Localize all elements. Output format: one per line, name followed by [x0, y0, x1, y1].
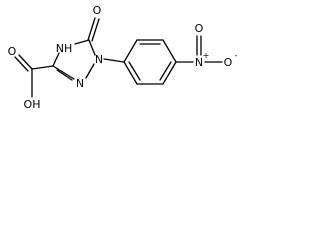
- bond-c-o-double-b: [14, 56, 29, 72]
- atom-label-ring-nh: NH: [56, 42, 73, 55]
- bond-ar-3: [162, 39, 177, 63]
- atom-label-acid-hydroxyl: OH: [24, 98, 41, 111]
- bond-c3-n2-double: [56, 69, 73, 81]
- atom-label-acid-oxygen: O: [8, 45, 17, 58]
- bond-ar-1: [123, 39, 138, 63]
- atom-label-ring-n1: N: [95, 53, 103, 66]
- atom-label-nitro-oxygen-right: O: [224, 56, 233, 69]
- bond-ar-inner-2: [159, 61, 172, 81]
- structure-canvas: O NH N N O OH N + O - O: [0, 0, 243, 133]
- bond-c5-o: [87, 17, 96, 41]
- bond-ar-4: [162, 61, 177, 85]
- bond-n1-c5: [88, 39, 96, 56]
- bond-c3-ccooh: [31, 65, 54, 70]
- bond-n2-n1: [85, 63, 95, 79]
- nitro-oxygen-charge: -: [235, 51, 238, 60]
- carbonyl-group: [87, 17, 100, 42]
- atom-label-ring-n2: N: [76, 77, 84, 90]
- chemical-structure: O NH N N O OH N + O - O: [8, 4, 238, 111]
- atom-label-carbonyl-oxygen: O: [93, 4, 102, 17]
- bond-n1-phenyl: [103, 58, 125, 63]
- nitro-group: [175, 35, 223, 63]
- atom-label-nitro-nitrogen: N: [195, 56, 203, 69]
- triazolone-ring: [52, 39, 96, 81]
- bond-c3-n2: [52, 65, 75, 80]
- nitro-nitrogen-charge: +: [203, 51, 210, 60]
- phenyl-ring: [123, 39, 177, 85]
- carboxylic-acid-group: [14, 54, 54, 98]
- bond-ar-6: [123, 61, 138, 85]
- atom-label-nitro-oxygen-top: O: [195, 22, 204, 35]
- bond-n4-c3: [52, 52, 60, 67]
- bond-ar-inner-3: [128, 61, 141, 81]
- bond-c-o-double-a: [18, 54, 33, 70]
- bond-c5-o-double: [91, 18, 100, 42]
- bond-c5-n4: [74, 39, 90, 45]
